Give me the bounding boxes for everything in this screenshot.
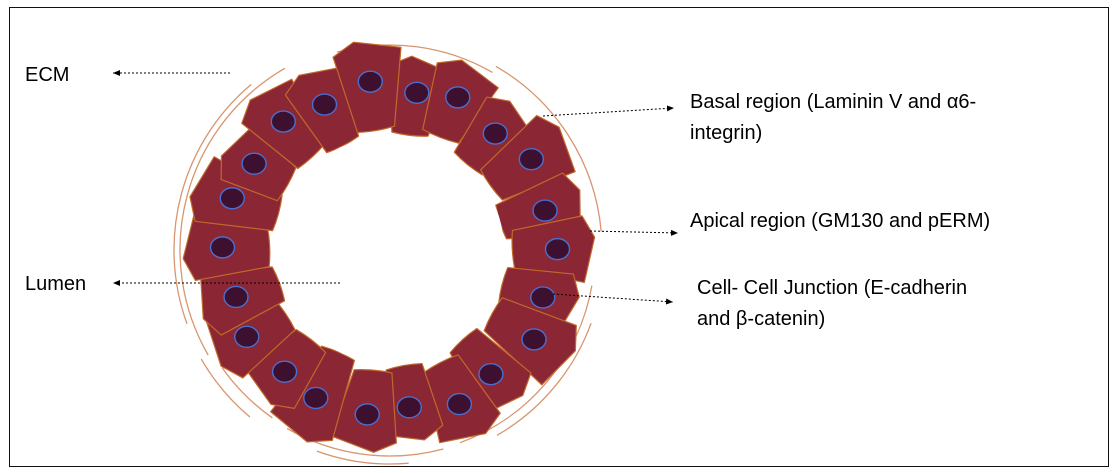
ecm-arc: [317, 451, 409, 464]
lumen-label: Lumen: [25, 273, 86, 295]
basal-pointer: [543, 108, 674, 116]
cell-nucleus: [479, 364, 503, 385]
cell-nucleus: [271, 111, 295, 132]
cell-nucleus: [545, 239, 569, 260]
basal-region-label-line1: Basal region (Laminin V and α6-: [690, 91, 976, 113]
cell-nucleus: [242, 153, 266, 174]
cell-nucleus: [211, 237, 235, 258]
cell-nucleus: [358, 71, 382, 92]
cell-nucleus: [533, 200, 557, 221]
apical-region-label: Apical region (GM130 and pERM): [690, 210, 990, 232]
cell-nucleus: [446, 87, 470, 108]
cell-nucleus: [405, 82, 429, 103]
cell-junction-label-line1: Cell- Cell Junction (E-cadherin: [697, 277, 967, 299]
cell-nucleus: [220, 188, 244, 209]
cell-nucleus: [355, 404, 379, 425]
ecm-label: ECM: [25, 64, 69, 86]
cell-nucleus: [519, 149, 543, 170]
basal-region-label-line2: integrin): [690, 122, 762, 144]
cell-junction-label-line2: and β-catenin): [697, 308, 825, 330]
cell-nucleus: [224, 286, 248, 307]
cell-nucleus: [531, 287, 555, 308]
lumen-area: [276, 136, 504, 364]
cell-nucleus: [397, 397, 421, 418]
cell-nucleus: [522, 329, 546, 350]
cell-nucleus: [273, 361, 297, 382]
cell-nucleus: [447, 394, 471, 415]
cell-nucleus: [304, 387, 328, 408]
cell-nucleus: [313, 94, 337, 115]
cell-nucleus: [483, 123, 507, 144]
cell-nucleus: [235, 326, 259, 347]
apical-pointer: [590, 231, 678, 233]
